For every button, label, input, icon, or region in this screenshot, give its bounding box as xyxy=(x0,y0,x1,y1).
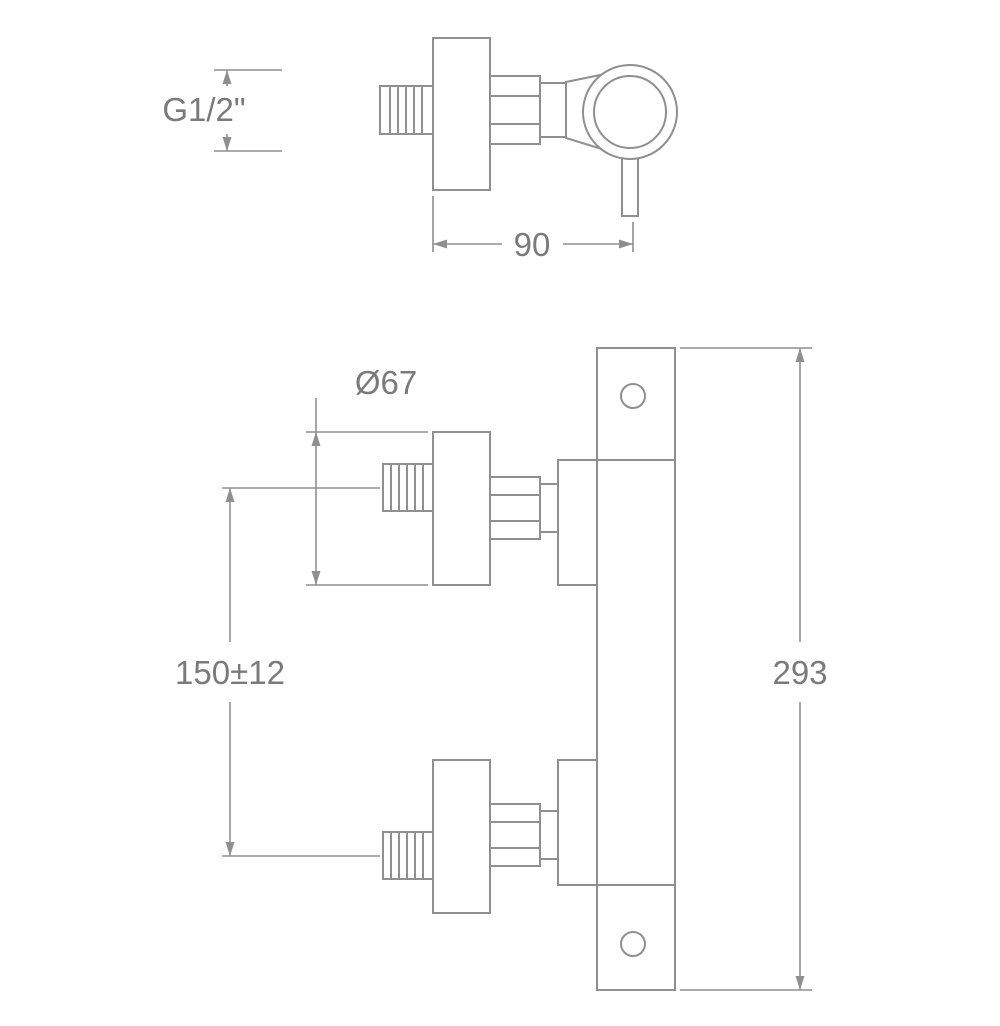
body-width-label: 90 xyxy=(514,226,551,263)
arrow-down xyxy=(311,571,321,585)
top-adapter xyxy=(539,483,559,533)
side-hex-nut xyxy=(489,75,541,145)
arrow-down xyxy=(222,137,232,151)
side-view xyxy=(379,37,678,217)
thread-size-label: G1/2" xyxy=(162,91,245,128)
top-bracket xyxy=(557,459,598,586)
front-view xyxy=(382,347,676,991)
total-height-label: 293 xyxy=(772,654,827,691)
arrow-up xyxy=(225,488,235,502)
handle-inner-circle xyxy=(593,75,667,149)
dimension-labels: G1/2" 90 Ø67 150±12 293 xyxy=(162,91,827,691)
flange-diameter-label: Ø67 xyxy=(355,364,417,401)
connection-spacing-label: 150±12 xyxy=(175,654,285,691)
top-hex-nut xyxy=(489,476,541,540)
bottom-hex-nut xyxy=(489,803,541,867)
mixer-body xyxy=(596,347,676,991)
side-flange xyxy=(432,37,491,191)
arrow-right xyxy=(619,239,633,249)
screw-hole-top xyxy=(620,383,646,409)
screw-hole-bottom xyxy=(620,931,646,957)
bottom-bracket xyxy=(557,759,598,886)
dimension-arrowheads xyxy=(222,70,805,990)
object-lines xyxy=(379,37,678,991)
arrow-up xyxy=(311,432,321,446)
side-adapter xyxy=(539,82,567,138)
arrow-down xyxy=(225,842,235,856)
arrow-down xyxy=(795,976,805,990)
top-flange xyxy=(432,431,491,586)
arrow-up xyxy=(795,348,805,362)
bottom-flange xyxy=(432,759,491,914)
arrow-left xyxy=(433,239,447,249)
arrow-up xyxy=(222,70,232,84)
dimension-lines xyxy=(214,69,812,991)
bottom-adapter xyxy=(539,810,559,860)
